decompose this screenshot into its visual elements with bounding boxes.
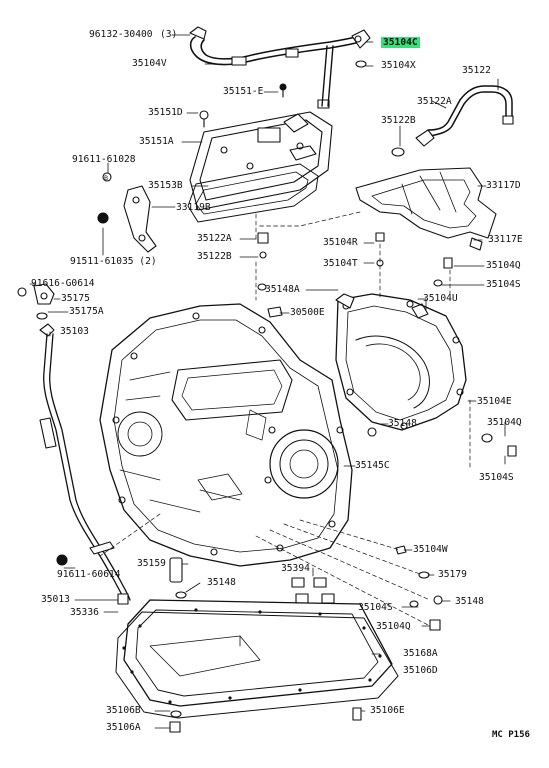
part-label-35106D: 35106D [403, 665, 438, 676]
part-label-35394: 35394 [281, 563, 310, 574]
part-label-35104S-low: 35104S [358, 602, 393, 613]
part-label-35104C-highlighted[interactable]: 35104C [381, 37, 420, 48]
part-label-35104U: 35104U [423, 293, 458, 304]
part-label-96132-30400: 96132-30400 [89, 29, 153, 40]
part-label-91611-61028: 91611-61028 [72, 154, 136, 165]
part-label-35122: 35122 [462, 65, 491, 76]
part-label-35151E: 35151-E [223, 86, 264, 97]
part-label-35122A: 35122A [197, 233, 232, 244]
part-label-35159: 35159 [137, 558, 166, 569]
oil-level-gauge [39, 323, 131, 605]
svg-text:B: B [104, 175, 108, 182]
part-label-35151A: 35151A [139, 136, 174, 147]
diagram-code: MC P156 [492, 730, 530, 740]
oil-strainer-parts [169, 545, 443, 631]
part-label-91616-G0614: 91616-G0614 [31, 278, 95, 289]
part-label-35104X: 35104X [381, 60, 416, 71]
speed-sensor [17, 283, 55, 320]
part-label-35148A: 35148A [265, 284, 300, 295]
part-label-91511-61035: 91511-61035 (2) [70, 256, 157, 267]
part-label-35104V: 35104V [132, 58, 167, 69]
part-label-35175: 35175 [61, 293, 90, 304]
transaxle-case [99, 303, 353, 567]
part-label-qty: (3) [160, 29, 178, 40]
part-label-35148-right: 35148 [455, 596, 484, 607]
oil-cooler-hose-assembly [189, 26, 371, 109]
part-label-35336: 35336 [70, 607, 99, 618]
part-label-35103: 35103 [60, 326, 89, 337]
part-label-33117E: 33117E [488, 234, 523, 245]
part-label-35104E: 35104E [477, 396, 512, 407]
part-label-35153B: 35153B [148, 180, 183, 191]
part-label-35122B: 35122B [197, 251, 232, 262]
part-label-30500E: 30500E [290, 307, 325, 318]
drain-plug [169, 707, 362, 733]
part-label-35106E: 35106E [370, 705, 405, 716]
part-label-35106B: 35106B [106, 705, 141, 716]
part-label-35104R: 35104R [323, 237, 358, 248]
part-label-35148-low: 35148 [207, 577, 236, 588]
valve-body-cover [187, 110, 333, 223]
part-label-35148-mid: 35148 [388, 418, 417, 429]
part-label-35104Q-mid: 35104Q [487, 417, 522, 428]
heat-insulator [355, 167, 497, 251]
dashed-guide-lines [99, 211, 471, 627]
part-label-35104S-top: 35104S [486, 279, 521, 290]
stay-bracket: B [97, 172, 157, 253]
part-label-35104T: 35104T [323, 258, 358, 269]
part-label-35104Q-top: 35104Q [486, 260, 521, 271]
leader-lines [29, 34, 506, 729]
part-label-33119B: 33119B [176, 202, 211, 213]
part-label-35179: 35179 [438, 569, 467, 580]
oil-cooler-tube [391, 85, 514, 157]
part-label-35151D: 35151D [148, 107, 183, 118]
oil-pan [115, 599, 399, 719]
part-label-35104S-mid: 35104S [479, 472, 514, 483]
part-label-35122A-top: 35122A [417, 96, 452, 107]
converter-housing [335, 293, 467, 437]
part-label-35175A: 35175A [69, 306, 104, 317]
part-label-35013: 35013 [41, 594, 70, 605]
part-label-35106A: 35106A [106, 722, 141, 733]
small-fasteners [257, 232, 453, 319]
part-label-35168A: 35168A [403, 648, 438, 659]
part-label-35104W: 35104W [413, 544, 448, 555]
part-label-35122B-top: 35122B [381, 115, 416, 126]
part-label-35104Q-low: 35104Q [376, 621, 411, 632]
part-label-33117D: 33117D [486, 180, 521, 191]
part-label-91611-60614: 91611-60614 [57, 569, 121, 580]
part-label-35145C: 35145C [355, 460, 390, 471]
plugs-right [481, 433, 517, 457]
